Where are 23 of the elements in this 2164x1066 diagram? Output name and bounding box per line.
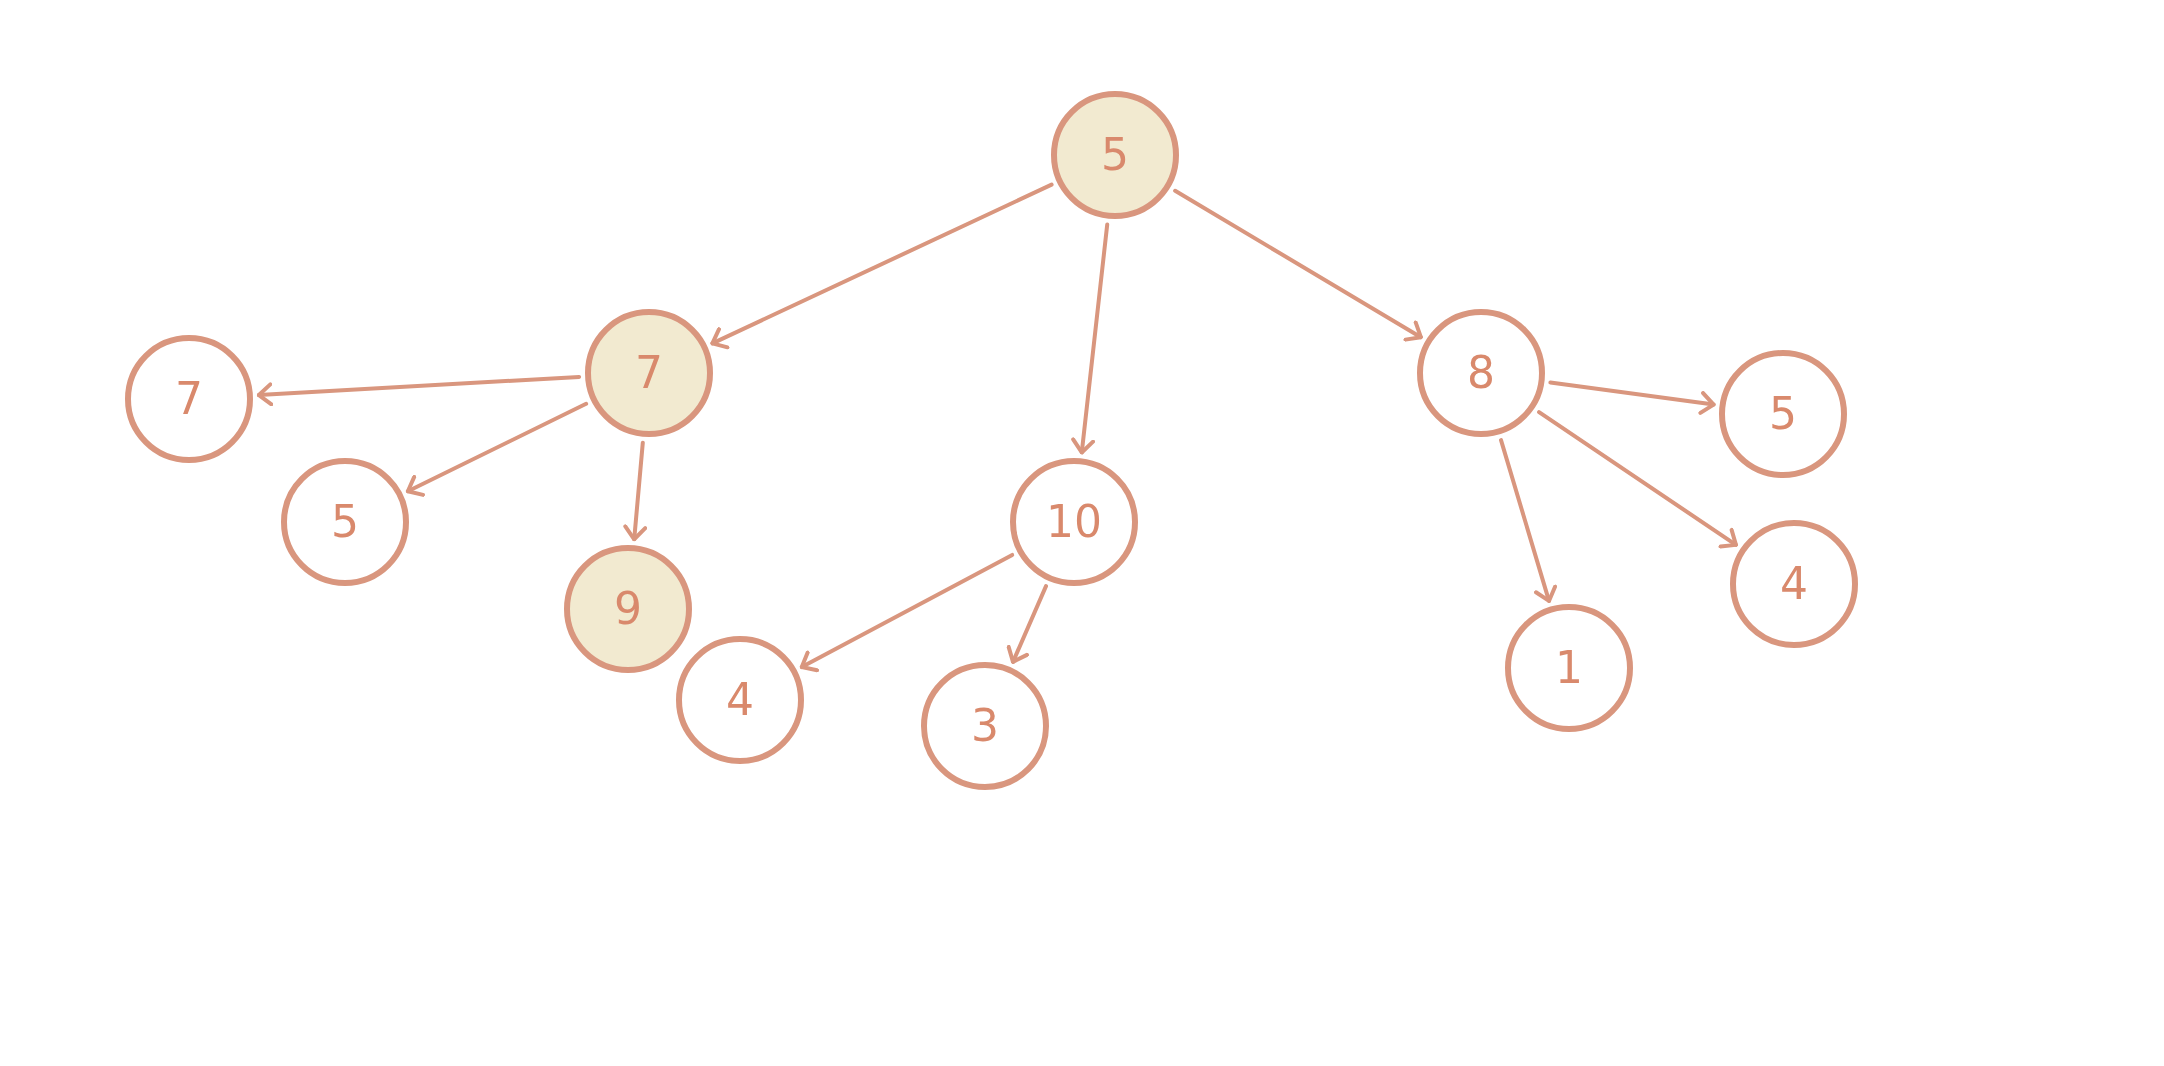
node-label: 3 [971, 704, 999, 748]
arrow [405, 401, 589, 497]
node-label: 8 [1467, 351, 1495, 395]
arrow [1006, 584, 1048, 664]
node-label: 5 [331, 500, 359, 544]
arrow [623, 440, 648, 542]
arrow [1173, 188, 1423, 342]
node-label: 7 [635, 351, 663, 395]
arrow [1548, 380, 1716, 415]
arrow [1537, 410, 1738, 549]
node-label: 4 [1780, 562, 1808, 606]
node-label: 4 [726, 678, 754, 722]
node-label: 5 [1101, 133, 1129, 177]
arrow [1499, 438, 1558, 603]
arrow [256, 374, 582, 407]
arrow [710, 182, 1054, 350]
node-label: 5 [1769, 392, 1797, 436]
arrow [799, 552, 1015, 673]
node-label: 10 [1046, 500, 1102, 544]
node-label: 1 [1555, 646, 1583, 690]
arrow [1071, 222, 1110, 455]
node-label: 7 [175, 377, 203, 421]
node-label: 9 [614, 587, 642, 631]
